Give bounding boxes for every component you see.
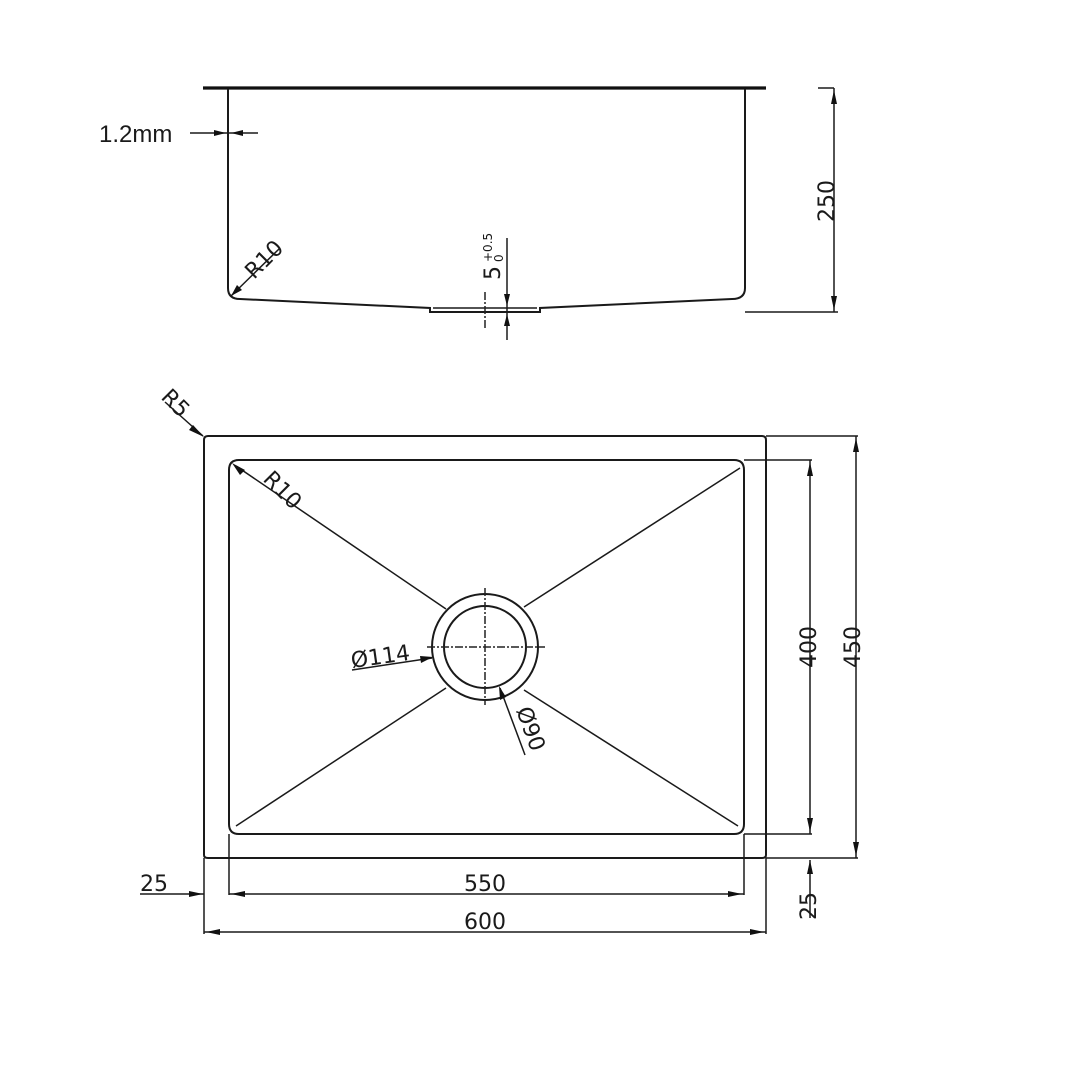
bottom-flange-arrow — [807, 860, 813, 874]
drain-outer-arrow — [420, 656, 433, 663]
wall-thickness-arrow-right — [231, 130, 243, 136]
inner-width-arrow-right — [728, 891, 742, 897]
slope-line-bottom-right — [523, 689, 739, 827]
outer-depth-arrow-top — [853, 438, 859, 452]
inner-bowl-outline — [228, 459, 745, 835]
wall-thickness-arrow-left — [214, 130, 226, 136]
side-r10-arrow — [231, 285, 242, 296]
inner-depth-arrow-top — [807, 462, 813, 476]
inner-width-arrow-left — [231, 891, 245, 897]
drain-recess-arrow-top — [504, 294, 510, 306]
inner-width-label: 550 — [464, 872, 506, 897]
drain-recess-arrow-bottom — [504, 314, 510, 326]
drain-inner-arrow — [499, 686, 506, 700]
outer-depth-label: 450 — [841, 626, 866, 668]
depth-label: 250 — [815, 180, 840, 222]
outer-depth-arrow-bottom — [853, 842, 859, 856]
drain-inner-diameter-label: Ø90 — [510, 704, 549, 755]
left-flange-arrow — [189, 891, 203, 897]
depth-arrow-bottom — [831, 296, 837, 310]
outer-width-arrow-right — [750, 929, 764, 935]
inner-depth-label: 400 — [797, 626, 822, 668]
slope-line-top-left — [235, 465, 447, 610]
inner-r10-arrow — [232, 463, 245, 475]
drain-outer-leader — [351, 657, 433, 671]
depth-arrow-top — [831, 90, 837, 104]
bottom-flange-label: 25 — [797, 892, 822, 920]
drain-inner-leader — [499, 687, 526, 756]
outer-width-label: 600 — [464, 910, 506, 935]
drain-outer-diameter-label: Ø114 — [349, 641, 411, 674]
side-r10-label: R10 — [241, 236, 289, 284]
slope-line-top-right — [523, 467, 741, 608]
inner-corner-radius-label: R10 — [258, 467, 306, 515]
top-view: Ø114 Ø90 R5 R10 400 450 25 — [140, 385, 866, 935]
outer-flange-outline — [203, 435, 767, 859]
inner-depth-arrow-bottom — [807, 818, 813, 832]
outer-r5-arrow — [189, 425, 204, 437]
side-view: 1.2mm R10 250 5 +0.5 0 — [99, 86, 840, 340]
drain-recess-label: 5 — [481, 266, 506, 280]
drain-recess-tol-lower: 0 — [492, 254, 506, 262]
left-flange-label: 25 — [140, 872, 168, 897]
drain-recess-tol-upper: +0.5 — [481, 233, 495, 262]
wall-thickness-label: 1.2mm — [99, 121, 172, 148]
outer-corner-radius-label: R5 — [156, 385, 194, 423]
outer-width-arrow-left — [206, 929, 220, 935]
slope-line-bottom-left — [235, 687, 447, 827]
